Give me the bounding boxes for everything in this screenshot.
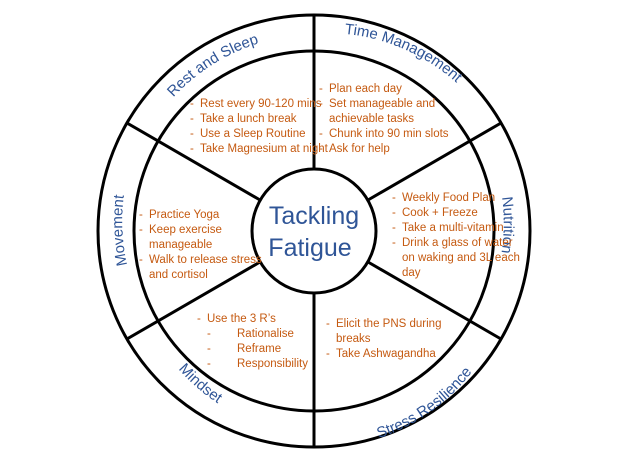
tip-item: Elicit the PNS during breaks <box>326 317 448 347</box>
divider-upper-left <box>126 121 261 202</box>
tip-item: Use a Sleep Routine <box>190 127 328 142</box>
tip-item: Take Ashwagandha <box>326 347 448 362</box>
rest-and-sleep-tips: Rest every 90-120 mins Take a lunch brea… <box>190 97 328 157</box>
segment-label-movement: Movement <box>109 193 131 268</box>
divider-lower-right <box>367 260 502 341</box>
tip-item: Walk to release stress and cortisol <box>139 253 267 283</box>
nutrition-tips: Weekly Food Plan Cook + Freeze Take a mu… <box>392 191 524 281</box>
tip-item: Ask for help <box>319 142 449 157</box>
tip-item: Weekly Food Plan <box>392 191 524 206</box>
tip-sub-item: Reframe <box>197 342 308 357</box>
tip-item: Practice Yoga <box>139 208 267 223</box>
tip-sub-item: Responsibility <box>197 357 308 372</box>
stress-resilience-tips: Elicit the PNS during breaks Take Ashwag… <box>326 317 448 362</box>
mindset-tips: Use the 3 R’s Rationalise Reframe Respon… <box>197 312 308 372</box>
segment-label-stress-resilience: Stress Resilience <box>374 364 475 442</box>
divider-upper-right <box>367 121 502 202</box>
tip-sub-item: Rationalise <box>197 327 308 342</box>
center-title-line-1: Tackling <box>269 202 359 230</box>
tip-item: Take a multi-vitamin <box>392 221 524 236</box>
tip-item: Plan each day <box>319 82 449 97</box>
tip-item: Drink a glass of water on waking and 3L … <box>392 236 524 281</box>
tip-item: Take Magnesium at night <box>190 142 328 157</box>
center-title-line-2: Fatigue <box>268 234 351 262</box>
center-circle <box>250 167 378 295</box>
tip-item: Set manageable and achievable tasks <box>319 97 447 127</box>
tip-item: Cook + Freeze <box>392 206 524 221</box>
time-management-tips: Plan each day Set manageable and achieva… <box>319 82 449 157</box>
tip-item: Rest every 90-120 mins <box>190 97 328 112</box>
movement-tips: Practice Yoga Keep exercise manageable W… <box>139 208 267 283</box>
segment-dividers <box>126 15 502 447</box>
tip-item: Use the 3 R’s <box>197 312 308 327</box>
tip-item: Chunk into 90 min slots <box>319 127 449 142</box>
tip-item: Keep exercise manageable <box>139 223 247 253</box>
tip-item: Take a lunch break <box>190 112 328 127</box>
